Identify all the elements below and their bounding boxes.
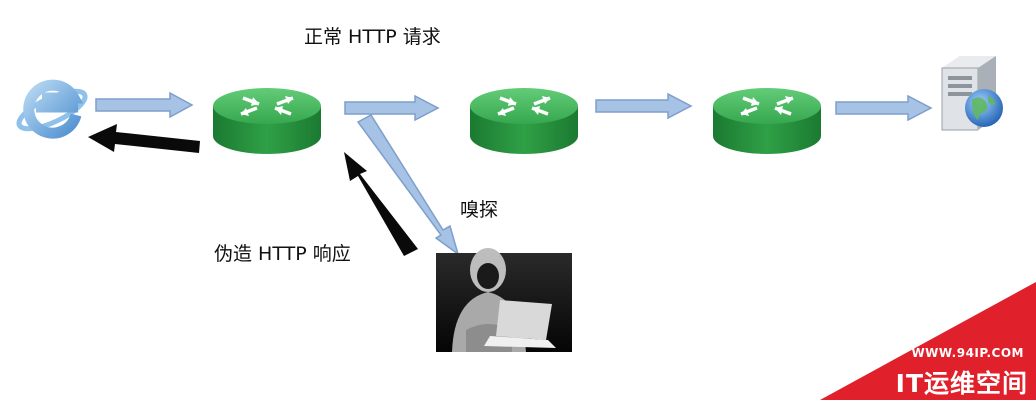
watermark-url: WWW.94IP.COM xyxy=(911,346,1024,360)
request-arrow-3 xyxy=(595,92,693,120)
router-2 xyxy=(468,86,580,156)
normal-request-label: 正常 HTTP 请求 xyxy=(304,26,441,48)
watermark-corner xyxy=(820,282,1036,400)
watermark-brand: IT运维空间 xyxy=(895,369,1028,398)
forged-response-label: 伪造 HTTP 响应 xyxy=(214,243,351,265)
ie-browser-icon xyxy=(16,79,88,139)
request-arrow-4 xyxy=(835,94,933,122)
router-1 xyxy=(211,86,323,156)
web-server-icon xyxy=(941,56,1003,131)
forged-response-arrow xyxy=(344,152,418,256)
response-arrow-to-browser xyxy=(88,124,200,153)
request-arrow-1 xyxy=(95,91,194,119)
hooded-attacker-photo xyxy=(436,248,572,352)
request-arrow-2 xyxy=(344,94,440,122)
router-3 xyxy=(711,86,823,156)
sniff-arrow xyxy=(356,114,460,256)
sniff-label: 嗅探 xyxy=(460,199,499,221)
